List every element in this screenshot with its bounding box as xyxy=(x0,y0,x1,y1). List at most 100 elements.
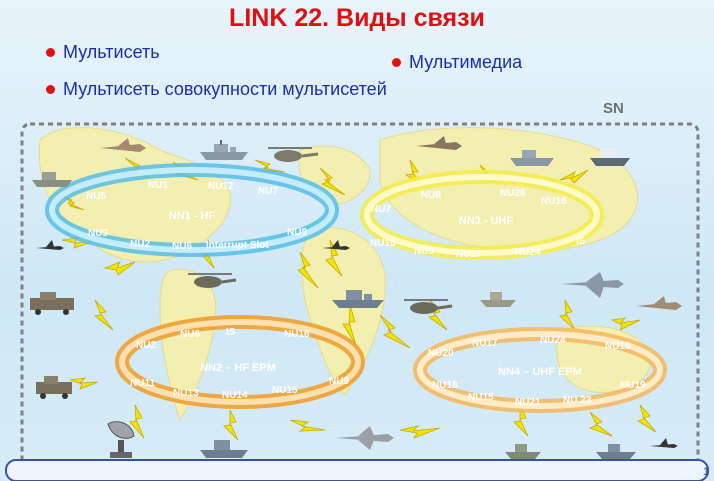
nn2-node-label: IS xyxy=(226,327,236,338)
nn2-node-label: NU2 xyxy=(136,340,156,351)
nn1-node-label: NU5 xyxy=(86,191,106,202)
bottom-bar xyxy=(5,459,709,481)
nn2-labels: NU2 NU6 IS NU16 NU11 NU13 NU14 NU15 NU9 … xyxy=(130,327,349,401)
nn1-node-label: NU12 xyxy=(208,181,234,192)
aircraft-icon xyxy=(100,138,146,152)
nn3-node-label: NU26 xyxy=(500,188,526,199)
network-ring-nn3 xyxy=(360,170,604,260)
lightning-link-icon xyxy=(289,419,326,432)
nn2-node-label: NU15 xyxy=(272,385,298,396)
map-africa xyxy=(301,226,386,396)
nn3-node-label: NU18 xyxy=(541,196,567,207)
nn3-node-label: NU8 xyxy=(421,190,441,201)
nn2-node-label: NU6 xyxy=(180,329,200,340)
lightning-link-icon xyxy=(103,261,136,276)
nn4-node-label: NU17 xyxy=(472,338,498,349)
helicopter-icon xyxy=(268,147,319,162)
bullet-multinet: Мультисеть xyxy=(46,42,160,63)
bullet-dot-icon xyxy=(392,58,401,67)
nn2-node-label: NU9 xyxy=(329,376,349,387)
network-ring-nn2 xyxy=(115,315,365,409)
lightning-link-icon xyxy=(637,404,657,433)
bullet-multinet-of-multinets: Мультисеть совокупности мультисетей xyxy=(46,79,387,100)
ground-vehicle-icon xyxy=(30,292,74,315)
nn4-node-label: NU 23 xyxy=(563,395,592,406)
nn3-node-label: NU7 xyxy=(371,204,391,215)
nn1-node-label: NU6 xyxy=(172,241,192,252)
lightning-link-icon xyxy=(319,167,346,196)
ring-nn4-inner xyxy=(417,331,663,409)
nn3-labels: NU7 NU8 NU26 NU18 NU16 NU9 NU17 NU24 IS … xyxy=(370,188,586,260)
lightning-link-icon xyxy=(588,411,613,437)
nn2-node-label: NU11 xyxy=(130,378,155,389)
ship-icon xyxy=(200,140,248,160)
page-title: LINK 22. Виды связи xyxy=(229,4,485,32)
lightning-link-icon xyxy=(399,425,441,439)
nn4-network-name: NN4 – UHF EPM xyxy=(498,366,582,378)
nn1-node-label: NU1 xyxy=(148,180,168,191)
radar-antenna-icon xyxy=(107,421,135,458)
ship-icon xyxy=(596,444,636,459)
nn4-node-label: NU24 xyxy=(540,335,566,346)
lightning-link-icon xyxy=(223,409,239,441)
lightning-link-icon xyxy=(69,377,99,390)
map-asia xyxy=(379,127,638,252)
nn1-node-label: NU2 xyxy=(130,239,150,250)
ring-nn3-inner xyxy=(364,174,600,256)
ship-icon xyxy=(510,150,554,166)
helicopter-icon xyxy=(404,299,453,314)
nn4-node-label: NU10 xyxy=(605,341,631,352)
lightning-link-icon xyxy=(559,299,576,331)
nn4-node-label: NU19 xyxy=(620,380,646,391)
map-south-america xyxy=(159,268,217,422)
lightning-link-icon xyxy=(559,169,589,184)
lightning-link-icon xyxy=(254,159,286,173)
nn4-node-label: NU15 xyxy=(468,392,494,403)
aircraft-icon xyxy=(322,240,350,250)
nn1-node-label: Interrupt Slot xyxy=(206,240,269,251)
platforms xyxy=(30,136,682,459)
nn3-node-label: NU24 xyxy=(515,247,541,258)
nn1-labels: NU5 NU1 NU12 NU7 NU3 NU2 NU6 Interrupt S… xyxy=(86,180,307,252)
aircraft-icon xyxy=(636,296,682,310)
page-number: 1 xyxy=(703,466,710,478)
ship-icon xyxy=(590,148,630,166)
lightning-link-icon xyxy=(59,194,85,211)
ship-icon xyxy=(332,290,384,308)
nn4-node-label: NU18 xyxy=(432,380,458,391)
lightning-link-icon xyxy=(325,239,343,277)
lightning-link-icon xyxy=(129,404,145,439)
nn3-node-label: IS xyxy=(576,236,586,247)
network-ring-nn1 xyxy=(45,163,339,257)
ground-vehicle-icon xyxy=(36,376,72,399)
bullet-multimedia-text: Мультимедиа xyxy=(409,52,523,72)
bullet-dot-icon xyxy=(46,85,55,94)
nn3-node-label: NU16 xyxy=(370,238,396,249)
aircraft-icon xyxy=(36,240,64,250)
nn4-node-label: NU21 xyxy=(515,397,541,408)
nn1-node-label: NU3 xyxy=(88,228,108,239)
nn2-node-label: NU14 xyxy=(222,390,248,401)
nn2-network-name: NN2 – HF EPM xyxy=(200,362,276,374)
nn3-node-label: NU9 xyxy=(414,246,434,257)
aircraft-icon xyxy=(562,272,624,298)
ring-nn2-inner xyxy=(119,319,361,405)
nn4-labels: NU20 NU17 NU24 NU10 NU18 NU15 NU21 NU 23… xyxy=(428,335,646,408)
ship-icon xyxy=(480,292,516,307)
lightning-link-icon xyxy=(297,251,319,289)
nn2-node-label: NU16 xyxy=(284,329,310,340)
bullet-multinet-text: Мультисеть xyxy=(63,42,160,62)
aircraft-icon xyxy=(336,426,394,450)
aircraft-icon xyxy=(416,136,462,150)
bullet-dot-icon xyxy=(46,48,55,57)
lightning-link-icon xyxy=(610,317,641,331)
lightning-link-icon xyxy=(379,314,411,349)
nn3-network-name: NN3 - UHF xyxy=(459,215,514,227)
ring-nn1-inner xyxy=(49,167,335,253)
supernet-label: SN xyxy=(603,100,624,117)
nn3-node-label: NU17 xyxy=(456,249,482,260)
helicopter-icon xyxy=(188,273,237,288)
network-ring-nn4 xyxy=(413,327,667,413)
